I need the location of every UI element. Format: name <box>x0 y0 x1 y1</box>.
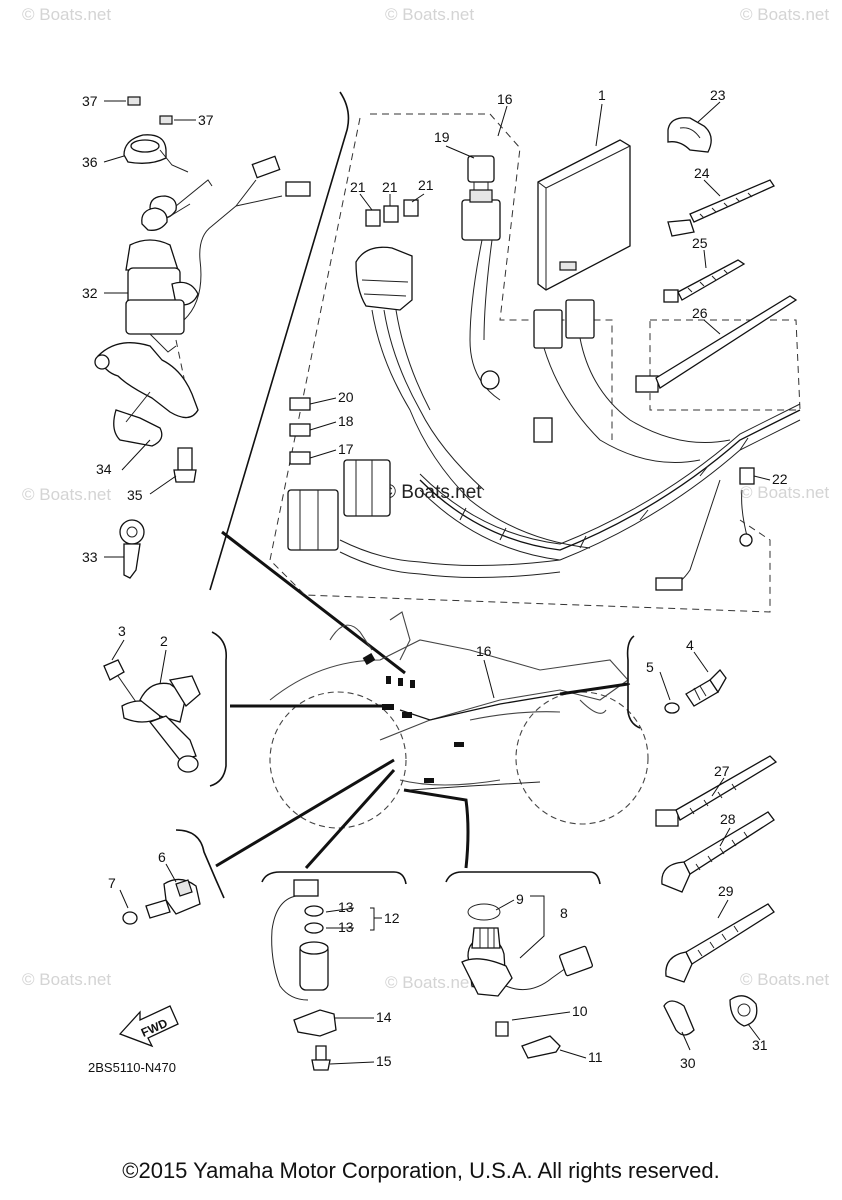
watermark: © Boats.net <box>22 5 111 24</box>
callout-number: 15 <box>376 1053 392 1069</box>
callout-number: 28 <box>720 811 736 827</box>
temp-sensor <box>664 669 727 714</box>
callout-number: 4 <box>686 637 694 653</box>
callout-number: 13 <box>338 899 354 915</box>
neutral-switch <box>122 878 201 925</box>
clips-and-ties <box>635 117 798 393</box>
pointer-line-speed <box>304 768 396 870</box>
callout-number: 18 <box>338 413 354 429</box>
pointer-line-upper <box>221 530 406 675</box>
pointer-line-oil <box>403 788 470 869</box>
callout-number: 21 <box>350 179 366 195</box>
sensor-assembly <box>103 659 201 773</box>
callout-number: 20 <box>338 389 354 405</box>
pointer-line-temp <box>559 682 629 696</box>
callout-number: 25 <box>692 235 708 251</box>
detail-box-temp <box>626 635 641 729</box>
callout-number: 2 <box>160 633 168 649</box>
watermark: © Boats.net <box>740 5 829 24</box>
callout-number: 1 <box>598 87 606 103</box>
detail-frame-left <box>209 91 350 591</box>
callout-number: 16 <box>476 643 492 659</box>
callout-number: 37 <box>198 112 214 128</box>
watermark: © Boats.net <box>385 973 474 992</box>
callout-number: 31 <box>752 1037 768 1053</box>
watermark: © Boats.net <box>22 970 111 989</box>
callout-number: 32 <box>82 285 98 301</box>
callout-number: 13 <box>338 919 354 935</box>
callout-number: 17 <box>338 441 354 457</box>
callout-number: 10 <box>572 1003 588 1019</box>
callout-number: 30 <box>680 1055 696 1071</box>
detail-box-neutral <box>175 829 225 899</box>
callout-number: 24 <box>694 165 710 181</box>
callout-number: 6 <box>158 849 166 865</box>
right-ties <box>655 755 778 1036</box>
callout-number: 14 <box>376 1009 392 1025</box>
watermark-center: © Boats.net <box>382 482 482 503</box>
diagram-code: 2BS5110-N470 <box>88 1060 176 1075</box>
callout-number: 5 <box>646 659 654 675</box>
callout-number: 12 <box>384 910 400 926</box>
callout-number: 3 <box>118 623 126 639</box>
harness-detail-region <box>269 113 801 613</box>
callout-number: 8 <box>560 905 568 921</box>
callout-number: 7 <box>108 875 116 891</box>
callout-number: 27 <box>714 763 730 779</box>
callout-number: 37 <box>82 93 98 109</box>
callout-number: 26 <box>692 305 708 321</box>
callout-number: 23 <box>710 87 726 103</box>
callout-number: 19 <box>434 129 450 145</box>
speed-sensor <box>271 879 337 1071</box>
watermark: © Boats.net <box>740 970 829 989</box>
callout-number: 33 <box>82 549 98 565</box>
callout-number: 22 <box>772 471 788 487</box>
callout-number: 16 <box>497 91 513 107</box>
detail-box-sensor <box>209 631 228 787</box>
copyright-notice: ©2015 Yamaha Motor Corporation, U.S.A. A… <box>122 1158 720 1183</box>
callout-number: 21 <box>418 177 434 193</box>
detail-box-speed <box>261 871 407 885</box>
wiring-harness-diagram: © Boats.net © Boats.net © Boats.net © Bo… <box>22 5 829 1075</box>
callout-number: 36 <box>82 154 98 170</box>
callout-number: 34 <box>96 461 112 477</box>
callout-number: 9 <box>516 891 524 907</box>
callout-number: 29 <box>718 883 734 899</box>
pointer-line-neutral <box>215 758 395 868</box>
callout-number: 11 <box>588 1049 603 1065</box>
watermark: © Boats.net <box>22 485 111 504</box>
oil-switch <box>461 903 594 1059</box>
callout-number: 35 <box>127 487 143 503</box>
motorcycle-outline <box>269 611 649 829</box>
watermark: © Boats.net <box>385 5 474 24</box>
main-switch-group <box>94 96 311 579</box>
watermark: © Boats.net <box>740 483 829 502</box>
callout-number: 21 <box>382 179 398 195</box>
fwd-arrow-icon: FWD <box>118 1005 179 1048</box>
detail-box-oil <box>445 871 601 885</box>
